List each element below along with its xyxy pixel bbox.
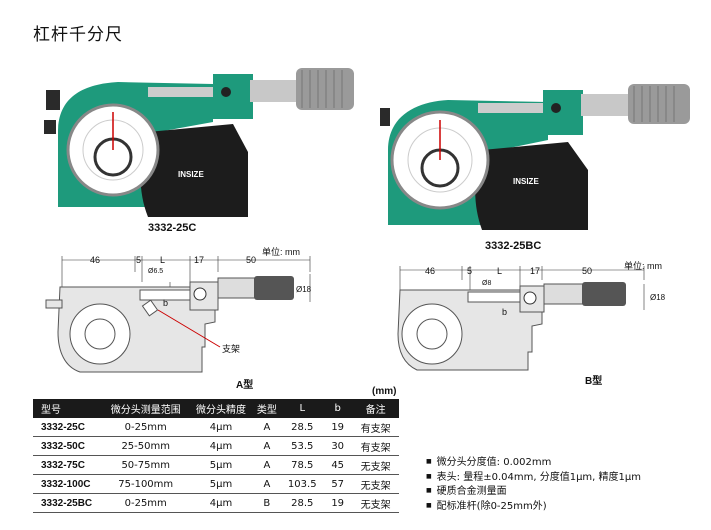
cell-range: 75-100mm [101,474,190,494]
cell-L: 28.5 [281,418,323,437]
page-title: 杠杆千分尺 [33,25,123,45]
cell-accuracy: 5μm [189,455,253,475]
dim-dia18-a: Ø18 [296,285,312,294]
dim-17-b: 17 [530,266,541,276]
cell-type: A [252,418,282,437]
dim-dia18-b: Ø18 [650,293,666,302]
dim-b-a: b [163,298,169,308]
cell-accuracy: 4μm [189,493,253,513]
table-row: 3332-75C 50-75mm 5μm A 78.5 45 无支架 [33,455,399,475]
col-accuracy: 微分头精度 [189,399,253,418]
dim-5-b: 5 [467,266,473,276]
dim-17-a: 17 [194,255,205,265]
cell-range: 0-25mm [101,493,190,513]
type-label-a: A型 [236,380,254,391]
cell-range: 25-50mm [101,436,190,456]
table-row: 3332-100C 75-100mm 5μm A 103.5 57 无支架 [33,474,399,494]
table-row: 3332-25BC 0-25mm 4μm B 28.5 19 无支架 [33,493,399,513]
dim-50-b: 50 [582,266,593,276]
micrometer-photo-b: INSIZE [380,84,690,230]
dim-46-a: 46 [90,255,101,265]
col-b: b [323,399,353,418]
brand-logo-a: INSIZE [178,170,204,179]
product-caption-a: 3332-25C [148,222,197,234]
dim-5-a: 5 [136,255,142,265]
cell-L: 53.5 [281,436,323,456]
cell-remark: 无支架 [352,474,399,494]
cell-model: 3332-75C [33,455,102,475]
col-model: 型号 [33,399,102,418]
cell-b: 19 [323,493,353,513]
product-caption-b: 3332-25BC [485,240,542,252]
cell-L: 28.5 [281,493,323,513]
dim-50-a: 50 [246,255,257,265]
table-header-row: 型号 微分头测量范围 微分头精度 类型 L b 备注 [33,399,399,418]
type-label-b: B型 [585,376,603,387]
dimension-drawing-b [397,266,645,371]
col-type: 类型 [252,399,282,418]
cell-model: 3332-25C [33,418,102,437]
feature-notes: 微分头分度值: 0.002mm 表头: 量程±0.04mm, 分度值1μm, 精… [426,455,641,513]
unit-label-b: 单位: mm [624,261,662,271]
cell-accuracy: 4μm [189,436,253,456]
cell-b: 30 [323,436,353,456]
dim-dia-b: Ø8 [482,280,492,287]
cell-model: 3332-25BC [33,493,102,513]
dim-46-b: 46 [425,266,436,276]
cell-L: 103.5 [281,474,323,494]
cell-model: 3332-50C [33,436,102,456]
unit-label-a: 单位: mm [262,247,300,257]
col-L: L [281,399,323,418]
table-unit: (mm) [372,386,397,397]
cell-b: 19 [323,418,353,437]
cell-range: 50-75mm [101,455,190,475]
note-item: 微分头分度值: 0.002mm [426,455,641,470]
col-remark: 备注 [352,399,399,418]
cell-type: A [252,455,282,475]
cell-model: 3332-100C [33,474,102,494]
support-label: 支架 [222,344,241,354]
note-item: 表头: 量程±0.04mm, 分度值1μm, 精度1μm [426,470,641,485]
cell-remark: 有支架 [352,418,399,437]
cell-L: 78.5 [281,455,323,475]
cell-remark: 有支架 [352,436,399,456]
dim-L-a: L [160,255,166,265]
cell-b: 45 [323,455,353,475]
cell-accuracy: 5μm [189,474,253,494]
note-item: 配标准杆(除0-25mm外) [426,499,641,514]
spec-table: 型号 微分头测量范围 微分头精度 类型 L b 备注 3332-25C 0-25… [33,399,399,513]
dim-L-b: L [497,266,503,276]
cell-type: B [252,493,282,513]
cell-range: 0-25mm [101,418,190,437]
cell-remark: 无支架 [352,493,399,513]
dim-b-b: b [502,307,508,317]
table-row: 3332-50C 25-50mm 4μm A 53.5 30 有支架 [33,436,399,456]
table-row: 3332-25C 0-25mm 4μm A 28.5 19 有支架 [33,418,399,437]
cell-type: A [252,474,282,494]
dimension-drawing-a [45,256,311,373]
brand-logo-b: INSIZE [513,177,539,186]
col-range: 微分头测量范围 [101,399,190,418]
cell-remark: 无支架 [352,455,399,475]
cell-accuracy: 4μm [189,418,253,437]
dim-dia-a: Ø6.5 [148,268,164,275]
cell-type: A [252,436,282,456]
cell-b: 57 [323,474,353,494]
note-item: 硬质合金测量面 [426,484,641,499]
micrometer-photo-a: INSIZE [44,68,354,217]
